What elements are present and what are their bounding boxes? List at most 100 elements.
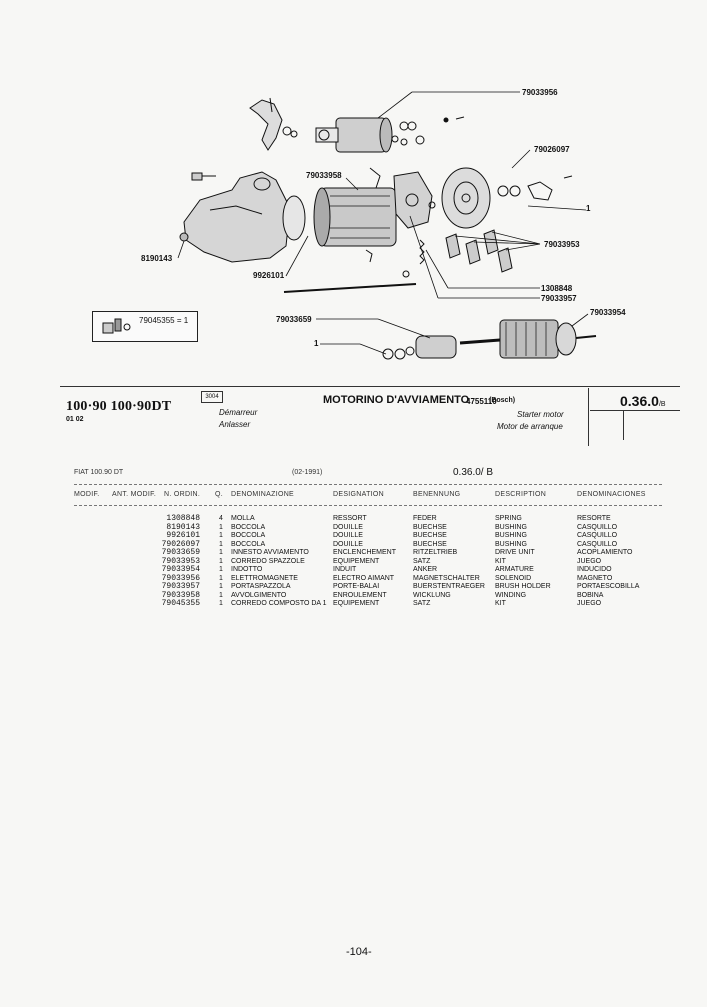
screw-drawing <box>365 249 373 263</box>
model-label: FIAT 100.90 DT <box>74 469 124 476</box>
callout-79033956: 79033956 <box>522 88 558 97</box>
name-french: EQUIPEMENT <box>333 557 380 565</box>
col-n-ordin: N. ORDIN. <box>164 491 201 498</box>
seal-ring-drawing <box>282 195 306 241</box>
name-spanish: MAGNETO <box>577 574 613 582</box>
name-french: DOUILLE <box>333 523 363 531</box>
model-numbers: 100·90 100·90DT <box>66 399 172 414</box>
part-number: 8190143 <box>166 522 200 532</box>
name-italian: INDOTTO <box>231 566 263 573</box>
name-french: EQUIPEMENT <box>333 600 380 607</box>
section-code: 0.36.0/ B <box>453 467 494 478</box>
exploded-diagram: 79033956 79026097 79033958 1 79033953 81… <box>141 88 626 360</box>
name-german: RITZELTRIEB <box>413 549 458 556</box>
part-number: 79026097 <box>161 539 200 549</box>
name-german: FEDER <box>413 515 437 522</box>
kit-legend-text: 79045355 = 1 <box>139 316 189 325</box>
brushes-drawing <box>445 229 513 273</box>
divider <box>588 388 589 446</box>
tie-rod-drawing <box>283 283 417 293</box>
name-italian: INNESTO AVVIAMENTO <box>231 549 309 556</box>
title-french: Démarreur <box>219 408 258 417</box>
part-number: 79033957 <box>161 582 200 591</box>
part-number: 79033954 <box>161 565 200 574</box>
bolt-drawing <box>191 172 216 181</box>
solenoid-drawing <box>315 116 465 153</box>
col-ant-modif: ANT. MODIF. <box>112 491 157 498</box>
name-french: ENCLENCHEMENT <box>333 549 397 556</box>
name-spanish: PORTAESCOBILLA <box>577 583 640 590</box>
group-code-box: 3004 <box>201 391 223 403</box>
main-title: MOTORINO D'AVVIAMENTO <box>323 394 470 406</box>
brush-holder-drawing <box>393 171 436 229</box>
callout-79033954: 79033954 <box>590 308 626 317</box>
name-spanish: JUEGO <box>577 557 602 565</box>
name-german: ANKER <box>413 566 438 573</box>
part-number: 79045355 <box>161 599 200 608</box>
quantity: 1 <box>219 566 223 573</box>
name-french: ENROULEMENT <box>333 591 387 599</box>
name-english: BUSHING <box>495 540 527 548</box>
kit-legend-box: 79045355 = 1 <box>92 311 198 342</box>
col-benennung: BENENNUNG <box>413 491 461 498</box>
page-number: -104- <box>346 946 372 958</box>
name-spanish: CASQUILLO <box>577 540 618 548</box>
callout-79033957: 79033957 <box>541 294 577 303</box>
name-english: SPRING <box>495 515 522 522</box>
name-italian: AVVOLGIMENTO <box>231 591 287 599</box>
name-french: DOUILLE <box>333 540 363 548</box>
name-english: WINDING <box>495 591 527 599</box>
model-sub: 01 02 <box>66 416 84 423</box>
col-modif: MODIF. <box>74 491 100 498</box>
field-frame-drawing <box>313 167 397 247</box>
name-italian: MOLLA <box>231 515 255 522</box>
name-german: BUECHSE <box>413 532 447 539</box>
name-german: WICKLUNG <box>413 591 451 599</box>
name-french: DOUILLE <box>333 532 363 539</box>
part-number: 79033953 <box>161 556 200 566</box>
divider <box>590 410 680 411</box>
callout-9926101: 9926101 <box>253 271 285 280</box>
kit-icon <box>102 318 131 334</box>
name-english: DRIVE UNIT <box>495 549 535 556</box>
callout-1-top: 1 <box>586 204 591 213</box>
col-q: Q. <box>215 491 223 498</box>
name-german: MAGNETSCHALTER <box>413 574 480 582</box>
quantity: 1 <box>219 523 223 531</box>
armature-drawing <box>459 319 597 359</box>
page-code-suffix: /B <box>658 401 666 408</box>
title-english: Starter motor <box>517 410 564 419</box>
part-number: 79033958 <box>161 590 200 600</box>
spring-drawing <box>419 239 425 265</box>
col-denominazione: DENOMINAZIONE <box>231 491 295 498</box>
quantity: 1 <box>219 600 223 607</box>
quantity: 1 <box>219 557 223 565</box>
divider <box>623 410 624 440</box>
name-italian: CORREDO COMPOSTO DA 1 <box>231 600 327 607</box>
leader-lines <box>177 91 589 355</box>
name-french: INDUIT <box>333 566 357 573</box>
col-description: DESCRIPTION <box>495 491 547 498</box>
part-number: 79033659 <box>161 548 200 557</box>
title-spanish: Motor de arranque <box>497 422 563 431</box>
name-english: SOLENOID <box>495 574 532 582</box>
col-denominaciones: DENOMINACIONES <box>577 491 646 498</box>
name-spanish: RESORTE <box>577 515 611 522</box>
drive-end-housing-drawing <box>179 171 291 263</box>
callout-1-bottom: 1 <box>314 339 319 348</box>
maker-label: (Bosch) <box>489 397 516 404</box>
nut-drawing <box>402 270 410 278</box>
name-english: ARMATURE <box>495 566 534 573</box>
fork-lever-drawing <box>249 97 298 151</box>
quantity: 1 <box>219 574 223 582</box>
title-band <box>60 386 680 447</box>
name-english: KIT <box>495 600 506 607</box>
part-number: 79033956 <box>161 573 200 583</box>
name-german: BUERSTENTRAEGER <box>413 583 485 590</box>
name-italian: BOCCOLA <box>231 532 266 539</box>
name-italian: BOCCOLA <box>231 523 266 531</box>
drive-pinion-drawing <box>382 335 457 360</box>
name-italian: CORREDO SPAZZOLE <box>231 557 305 565</box>
callout-79033953: 79033953 <box>544 240 580 249</box>
name-french: PORTE-BALAI <box>333 583 380 590</box>
